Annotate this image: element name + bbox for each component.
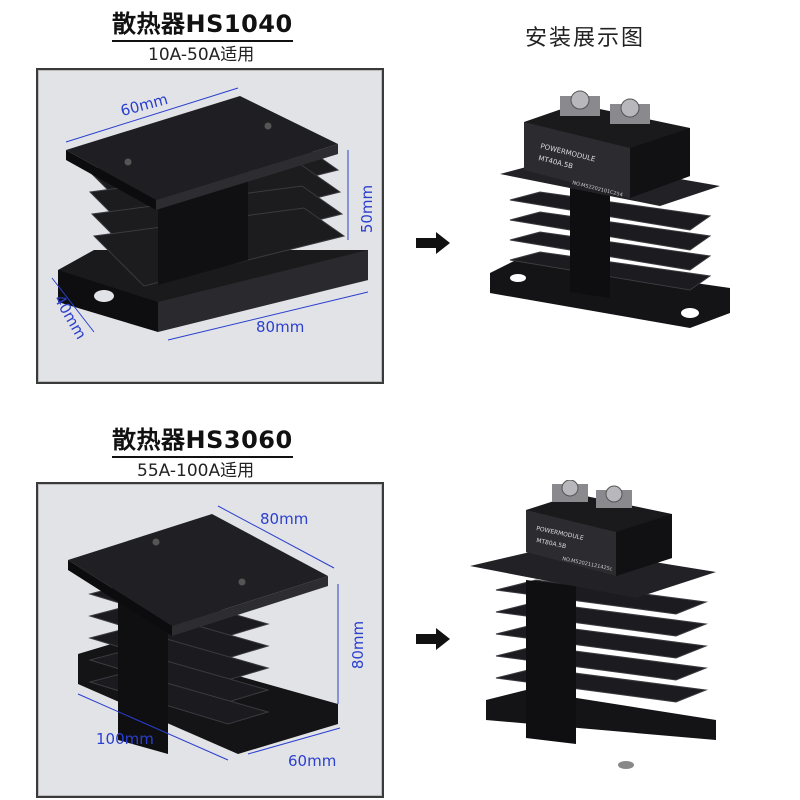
install-display-title: 安装展示图: [525, 26, 646, 51]
hs3060-dim-top: 80mm: [260, 510, 309, 528]
heatsink-hs3060-panel: 80mm 80mm 100mm 60mm: [36, 482, 384, 798]
hs3060-dim-depth: 60mm: [288, 752, 337, 770]
section1-subtitle: 10A-50A适用: [148, 45, 255, 65]
section1-title: 散热器HS1040: [112, 4, 293, 42]
heatsink-hs1040-image: [51, 87, 369, 341]
heatsink-hs3060-image: [68, 505, 341, 761]
hs3060-dim-height: 80mm: [349, 620, 368, 670]
hs1040-install-image: POWERMODULE MT40A.5B NO.M52202101C254: [490, 90, 730, 328]
section2-title: 散热器HS3060: [112, 420, 293, 458]
arrow-right-icon-2: [416, 628, 450, 650]
arrow-right-icon: [416, 232, 450, 254]
section2-subtitle: 55A-100A适用: [137, 461, 255, 481]
hs3060-install-image: POWERMODULE MT80A.5B NO.M52021121425c: [470, 480, 716, 769]
hs1040-dim-length: 80mm: [256, 318, 305, 336]
hs3060-dim-length: 100mm: [96, 730, 154, 748]
hs1040-dim-height: 50mm: [358, 184, 377, 234]
heatsink-hs1040-panel: 60mm 50mm 40mm 80mm: [36, 68, 384, 384]
